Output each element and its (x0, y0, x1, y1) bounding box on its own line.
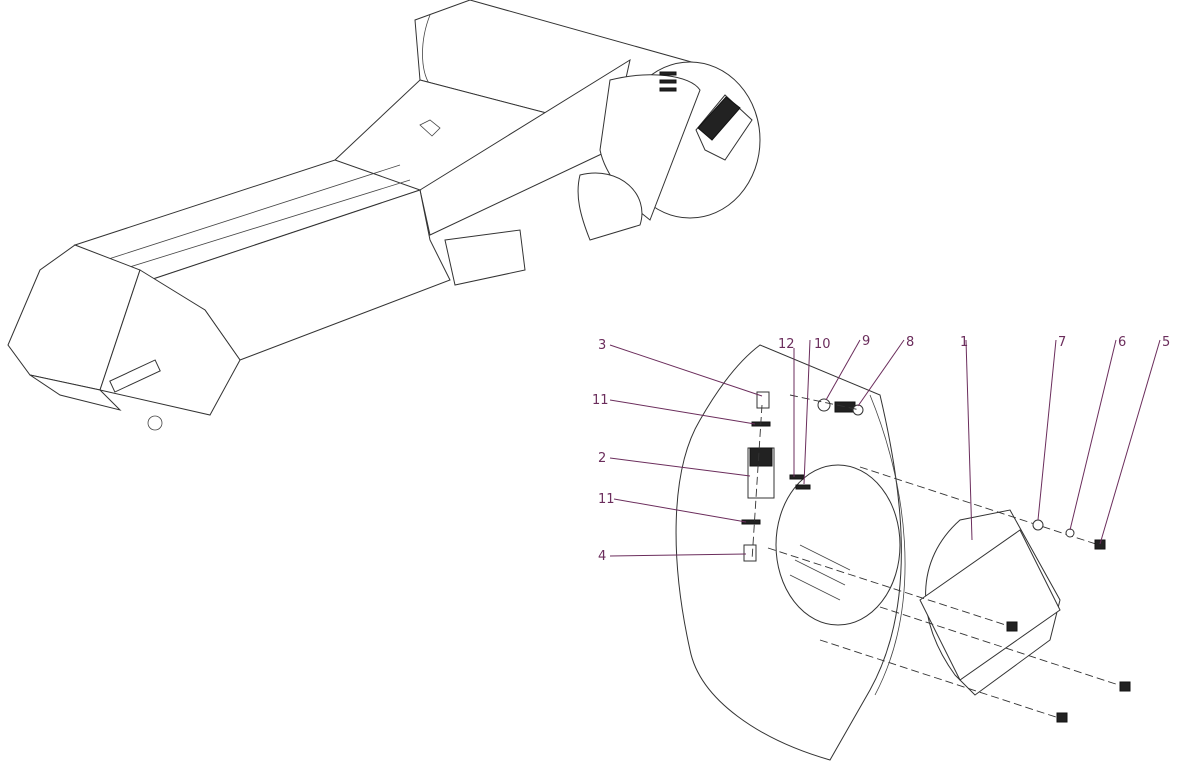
bracket-mark (419, 119, 441, 137)
callout-3-text: 3 (598, 338, 606, 353)
callout-10-text: 10 (814, 337, 831, 352)
callout-7-text: 7 (1058, 335, 1066, 350)
callout-12: 12 (778, 337, 795, 477)
washer-6 (1065, 528, 1075, 538)
fastener-axis-top (859, 466, 1106, 548)
upper-box-curve (422, 14, 431, 86)
callout-9-text: 9 (862, 334, 870, 349)
callout-1-text: 1 (960, 335, 968, 350)
sensor-axis (751, 404, 763, 561)
callout-5: 5 (1099, 335, 1170, 545)
bearing-block (109, 359, 161, 393)
screw-mid (1006, 621, 1018, 632)
screw-right (1119, 681, 1131, 692)
rollers-inside (789, 544, 851, 601)
bolt-8-head (852, 404, 864, 416)
callout-8: 8 (857, 335, 914, 407)
fastener-axis-right (879, 606, 1129, 689)
callout-11-bottom: 11 (598, 492, 747, 523)
bolt-8 (834, 401, 856, 413)
callout-10-leader (803, 339, 811, 485)
side-access-panel (444, 229, 526, 286)
screw-5 (1094, 539, 1106, 550)
vent-slot-1 (659, 71, 677, 76)
callout-labels: 3 11 2 11 4 12 10 9 (592, 334, 1170, 564)
callout-2: 2 (598, 451, 751, 477)
housing-plate-assembly (675, 344, 1131, 761)
rear-arc-housing (577, 172, 643, 241)
shaft-end (147, 415, 163, 431)
washer-9 (817, 398, 831, 412)
callout-6: 6 (1069, 335, 1126, 531)
callout-4-leader (609, 553, 747, 557)
callout-11-bottom-text: 11 (598, 492, 615, 507)
callout-3-leader (609, 344, 763, 397)
sensor-cap (749, 447, 773, 467)
screw-bottom (1056, 712, 1068, 723)
body-rails (89, 164, 411, 271)
screw-12 (789, 474, 805, 480)
drum-cover-shadow (697, 96, 741, 141)
cover-box (919, 529, 1061, 681)
callout-9: 9 (825, 334, 870, 401)
callout-11-top-text: 11 (592, 393, 609, 408)
fastener-axis-bottom (819, 639, 1066, 721)
plate-flange-edge (869, 394, 906, 696)
callout-7-leader (1037, 339, 1057, 521)
conveyor-assembly (7, 0, 761, 431)
callout-11-top-leader (609, 399, 756, 425)
callout-8-text: 8 (906, 335, 914, 350)
callout-4-text: 4 (598, 549, 606, 564)
callout-1: 1 (960, 335, 973, 541)
o-ring-bottom (741, 519, 761, 525)
callout-6-text: 6 (1118, 335, 1126, 350)
plate-opening (775, 464, 901, 626)
fitting-top (756, 391, 770, 409)
callout-5-leader (1099, 339, 1161, 545)
washer-7 (1032, 519, 1044, 531)
callout-2-text: 2 (598, 451, 606, 466)
callout-10: 10 (803, 337, 831, 485)
fitting-bottom (743, 544, 757, 562)
callout-11-bottom-leader (613, 498, 747, 523)
callout-4: 4 (598, 549, 747, 564)
screw-10 (795, 484, 811, 490)
callout-9-leader (825, 339, 861, 401)
drum-cover (695, 94, 753, 161)
callout-1-leader (965, 339, 973, 541)
callout-3: 3 (598, 338, 763, 397)
callout-6-leader (1069, 339, 1117, 531)
vent-slot-2 (659, 79, 677, 84)
callout-12-text: 12 (778, 337, 795, 352)
head-end-bottom (29, 374, 122, 411)
callout-8-leader (857, 339, 905, 407)
callout-7: 7 (1037, 335, 1066, 521)
callout-11-top: 11 (592, 393, 756, 425)
vent-slot-3 (659, 87, 677, 92)
callout-5-text: 5 (1162, 335, 1170, 350)
fastener-axis-mid (767, 547, 1016, 629)
callout-2-leader (609, 457, 751, 477)
